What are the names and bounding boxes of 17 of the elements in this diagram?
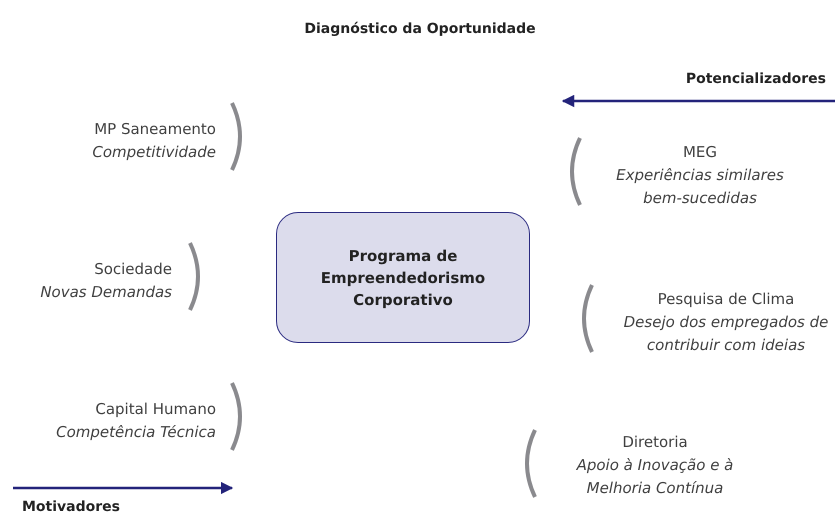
section-heading: Potencializadores bbox=[684, 70, 826, 88]
factor-description: Competência Técnica bbox=[55, 422, 216, 443]
factor-description: Experiências similares bem-sucedidas bbox=[615, 165, 785, 209]
section-heading: Motivadores bbox=[22, 498, 121, 516]
title: Diagnóstico da Oportunidade bbox=[303, 20, 537, 39]
factor-description: Apoio à Inovação e à Melhoria Contínua bbox=[575, 455, 734, 499]
factor-name: Sociedade bbox=[93, 259, 172, 280]
factor-name: Pesquisa de Clima bbox=[656, 289, 796, 310]
factor-description: Desejo dos empregados de contribuir com ideias bbox=[622, 312, 830, 356]
box-label: Programa de Empreendedorismo Corporativo bbox=[320, 246, 486, 310]
factor-description: Novas Demandas bbox=[39, 282, 172, 303]
factor-name: MEG bbox=[682, 142, 718, 163]
process-box bbox=[276, 212, 530, 343]
factor-name: Capital Humano bbox=[94, 399, 216, 420]
factor-name: MP Saneamento bbox=[93, 119, 216, 140]
factor-description: Competitividade bbox=[91, 142, 216, 163]
factor-name: Diretoria bbox=[621, 432, 689, 453]
